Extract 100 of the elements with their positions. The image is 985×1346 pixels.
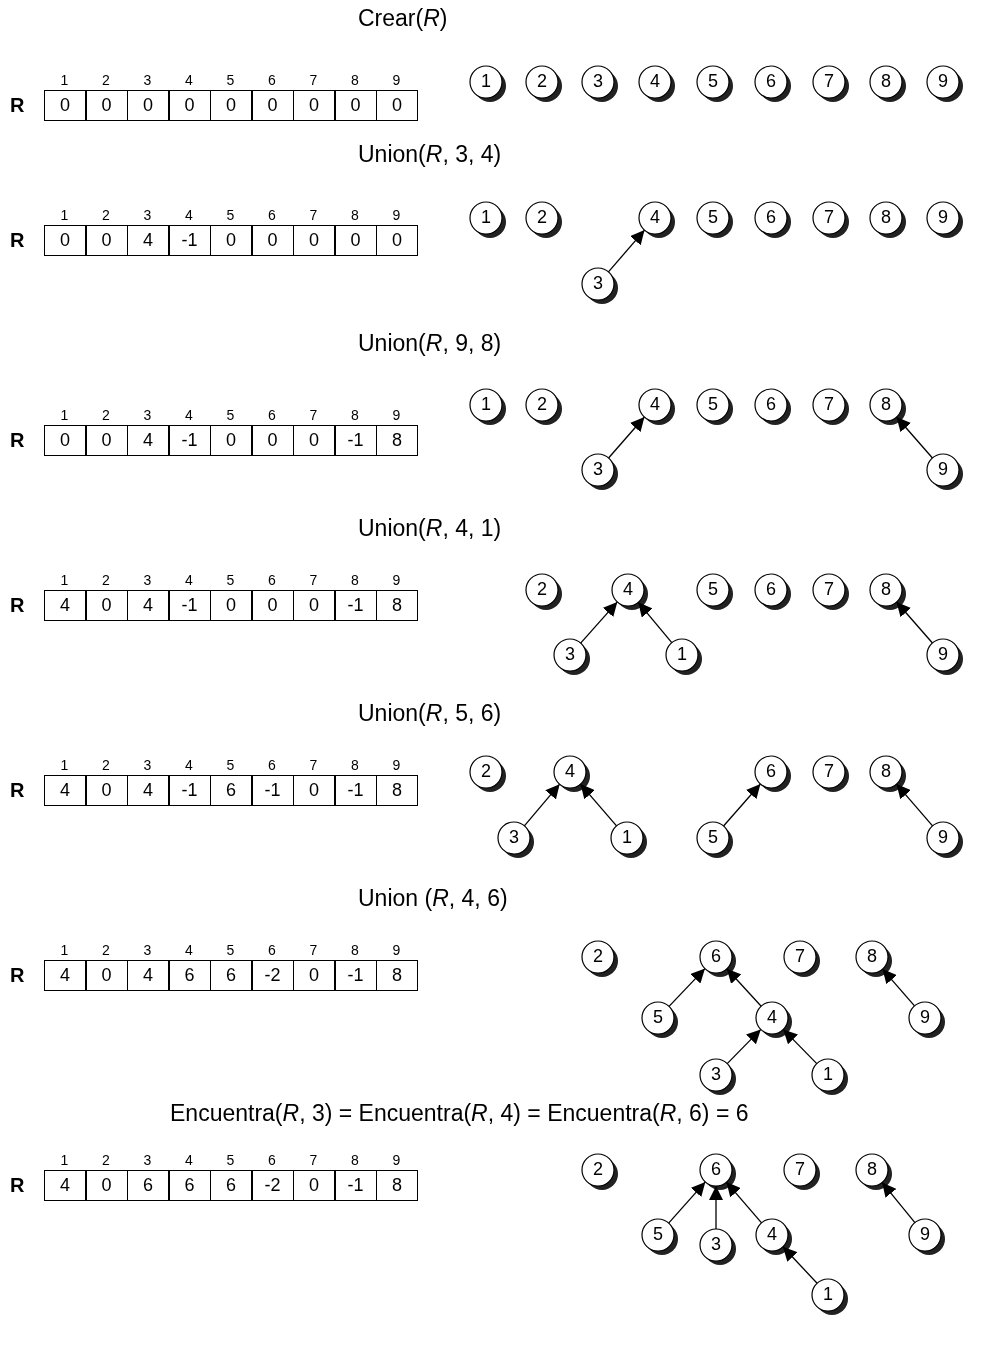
column-index: 3	[142, 1153, 153, 1167]
column-index: 7	[308, 943, 319, 957]
table-cell: 6	[210, 960, 252, 991]
table-cell: 8	[376, 425, 418, 456]
table-cell: 0	[85, 425, 128, 456]
operation-heading: Encuentra(R, 3) = Encuentra(R, 4) = Encuentra(R, 6) = 6	[170, 1100, 749, 1126]
table-cell: 0	[293, 1170, 335, 1201]
arrow	[709, 1185, 723, 1230]
column-index: 6	[267, 408, 277, 422]
column-index: 2	[101, 573, 111, 587]
column-index: 5	[225, 1153, 236, 1167]
column-index: 4	[184, 208, 194, 222]
table-cell: 0	[168, 90, 211, 121]
column-index: 5	[225, 573, 236, 587]
column-index: 3	[142, 573, 153, 587]
column-index: 4	[184, 758, 194, 772]
column-index: 5	[225, 73, 236, 87]
arrow	[895, 783, 934, 827]
arrow	[668, 1181, 706, 1224]
table-cell: 0	[210, 90, 252, 121]
column-index: 7	[308, 758, 319, 772]
column-index: 3	[142, 73, 153, 87]
table-cell: -1	[251, 775, 294, 806]
table-cell: 4	[127, 425, 169, 456]
table-cell: 4	[44, 775, 86, 806]
column-index: 5	[225, 758, 236, 772]
arrow	[881, 968, 916, 1007]
arrow	[782, 1028, 818, 1065]
arrow	[523, 783, 561, 827]
table-cell: 4	[127, 775, 169, 806]
column-index: 2	[101, 943, 111, 957]
table-cell: 0	[334, 90, 377, 121]
table-cell: 0	[44, 425, 86, 456]
table-cell: -2	[251, 1170, 294, 1201]
column-index: 3	[142, 943, 153, 957]
column-index: 2	[101, 408, 111, 422]
column-index: 2	[101, 1153, 111, 1167]
table-cell: -1	[168, 590, 211, 621]
arrow	[895, 601, 934, 644]
column-index: 1	[59, 408, 70, 422]
column-index: 9	[391, 1153, 402, 1167]
table-cell: 8	[376, 1170, 418, 1201]
column-index: 9	[391, 208, 402, 222]
arrow	[637, 601, 673, 644]
column-index: 6	[267, 208, 277, 222]
table-cell: 0	[376, 90, 418, 121]
column-index: 6	[267, 73, 277, 87]
column-index: 8	[350, 1153, 360, 1167]
column-index: 4	[184, 73, 194, 87]
table-cell: 6	[210, 1170, 252, 1201]
arrow	[726, 1028, 762, 1065]
column-index: 8	[350, 758, 360, 772]
table-cell: 0	[293, 590, 335, 621]
column-index: 4	[184, 573, 194, 587]
table-cell: 0	[44, 90, 86, 121]
table-cell: 0	[293, 775, 335, 806]
table-cell: -1	[334, 425, 377, 456]
table-cell: 0	[334, 225, 377, 256]
row-label: R	[10, 228, 25, 252]
table-cell: -1	[334, 960, 377, 991]
table-cell: 8	[376, 960, 418, 991]
table-cell: 0	[293, 960, 335, 991]
column-index: 1	[59, 208, 70, 222]
table-cell: 0	[85, 960, 128, 991]
column-index: 1	[59, 1153, 70, 1167]
row-label: R	[10, 93, 25, 117]
column-index: 4	[184, 1153, 194, 1167]
table-cell: -2	[251, 960, 294, 991]
arrow	[722, 783, 762, 827]
column-index: 1	[59, 73, 70, 87]
table-cell: 4	[44, 590, 86, 621]
table-cell: 0	[85, 590, 128, 621]
table-cell: 0	[251, 90, 294, 121]
arrow	[668, 967, 706, 1008]
row-label: R	[10, 1173, 25, 1197]
table-cell: -1	[334, 1170, 377, 1201]
column-index: 8	[350, 573, 360, 587]
column-index: 7	[308, 1153, 319, 1167]
row-label: R	[10, 778, 25, 802]
arrow	[580, 601, 618, 644]
operation-heading: Crear(R)	[358, 5, 448, 31]
table-cell: 4	[44, 1170, 86, 1201]
arrow	[881, 1181, 916, 1224]
table-cell: 0	[293, 425, 335, 456]
column-index: 3	[142, 208, 153, 222]
arrow	[607, 416, 646, 459]
table-cell: 8	[376, 590, 418, 621]
column-index: 1	[59, 758, 70, 772]
row-label: R	[10, 593, 25, 617]
column-index: 1	[59, 943, 70, 957]
column-index: 4	[184, 943, 194, 957]
operation-heading: Union (R, 4, 6)	[358, 885, 508, 911]
table-cell: 6	[210, 775, 252, 806]
table-cell: 0	[293, 225, 335, 256]
table-cell: 6	[168, 1170, 211, 1201]
table-cell: 0	[85, 225, 128, 256]
table-cell: 0	[85, 90, 128, 121]
arrow	[895, 416, 934, 459]
table-cell: 4	[127, 590, 169, 621]
arrow	[726, 968, 762, 1007]
